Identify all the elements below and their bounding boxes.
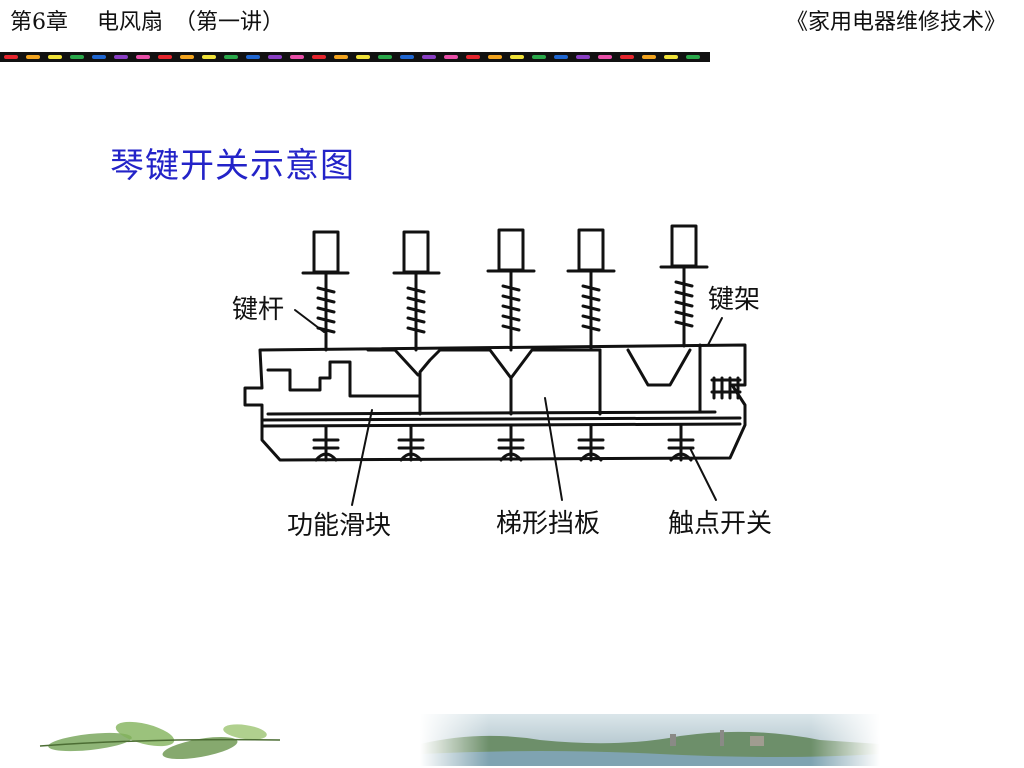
divider-dash <box>114 55 128 59</box>
divider-dash <box>202 55 216 59</box>
divider-dash <box>180 55 194 59</box>
label-key-rod: 键杆 <box>232 295 285 325</box>
divider-dash <box>158 55 172 59</box>
key-2 <box>392 230 441 352</box>
divider-dash <box>378 55 392 59</box>
divider-dash <box>444 55 458 59</box>
divider-dash <box>92 55 106 59</box>
label-contact-switch: 触点开关 <box>668 509 773 539</box>
divider-dash <box>598 55 612 59</box>
key-4 <box>566 228 616 352</box>
key-5 <box>659 224 709 348</box>
divider-dash <box>312 55 326 59</box>
label-trapezoid-baffle: 梯形挡板 <box>496 509 601 539</box>
divider-dash <box>532 55 546 59</box>
divider-dash <box>246 55 260 59</box>
divider-dash <box>290 55 304 59</box>
divider-dash <box>422 55 436 59</box>
label-key-frame: 键架 <box>708 285 761 315</box>
divider-dash <box>224 55 238 59</box>
divider-dash <box>664 55 678 59</box>
function-slider <box>266 343 742 416</box>
divider-dash <box>686 55 700 59</box>
header-divider <box>0 52 710 62</box>
leaves-decoration <box>39 721 281 760</box>
divider-dash <box>642 55 656 59</box>
key-1 <box>301 230 350 352</box>
book-title: 《家用电器维修技术》 <box>785 10 1006 35</box>
divider-dash <box>136 55 150 59</box>
divider-dash <box>26 55 40 59</box>
divider-dash <box>70 55 84 59</box>
divider-dash <box>576 55 590 59</box>
key-frame <box>243 343 747 462</box>
divider-dash <box>400 55 414 59</box>
key-3 <box>486 228 536 352</box>
divider-dash <box>466 55 480 59</box>
divider-dash <box>48 55 62 59</box>
contact-switches <box>312 424 695 462</box>
divider-dash <box>268 55 282 59</box>
divider-dash <box>488 55 502 59</box>
chapter-title: 第6章 电风扇 （第一讲） <box>10 10 284 35</box>
divider-dash <box>356 55 370 59</box>
divider-dash <box>4 55 18 59</box>
landscape-decoration <box>420 714 880 766</box>
divider-dash <box>620 55 634 59</box>
divider-dash <box>334 55 348 59</box>
slide-title: 琴键开关示意图 <box>110 146 355 186</box>
label-function-slider: 功能滑块 <box>287 511 392 541</box>
divider-dash <box>510 55 524 59</box>
leader-lines <box>294 309 723 506</box>
divider-dash <box>554 55 568 59</box>
